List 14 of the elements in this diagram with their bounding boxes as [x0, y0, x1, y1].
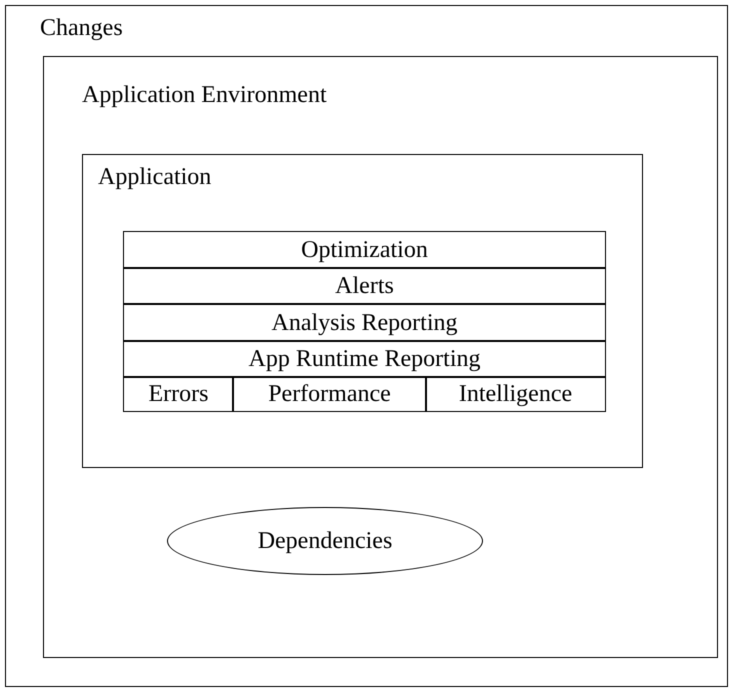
module-cell: Performance [232, 376, 427, 412]
environment-panel [43, 56, 718, 658]
module-cell: Errors [123, 376, 234, 412]
outer-frame [5, 5, 728, 687]
layer-row: Optimization [123, 231, 606, 269]
panel-heading: Changes [40, 14, 123, 42]
layer-row: Alerts [123, 267, 606, 305]
panel-heading: Application Environment [82, 81, 327, 109]
dependency-ellipse: Dependencies [167, 507, 483, 575]
layer-row: App Runtime Reporting [123, 340, 606, 378]
layer-row: Analysis Reporting [123, 303, 606, 342]
module-cell: Intelligence [425, 376, 606, 412]
application-panel [82, 154, 643, 468]
panel-heading: Application [98, 163, 212, 191]
